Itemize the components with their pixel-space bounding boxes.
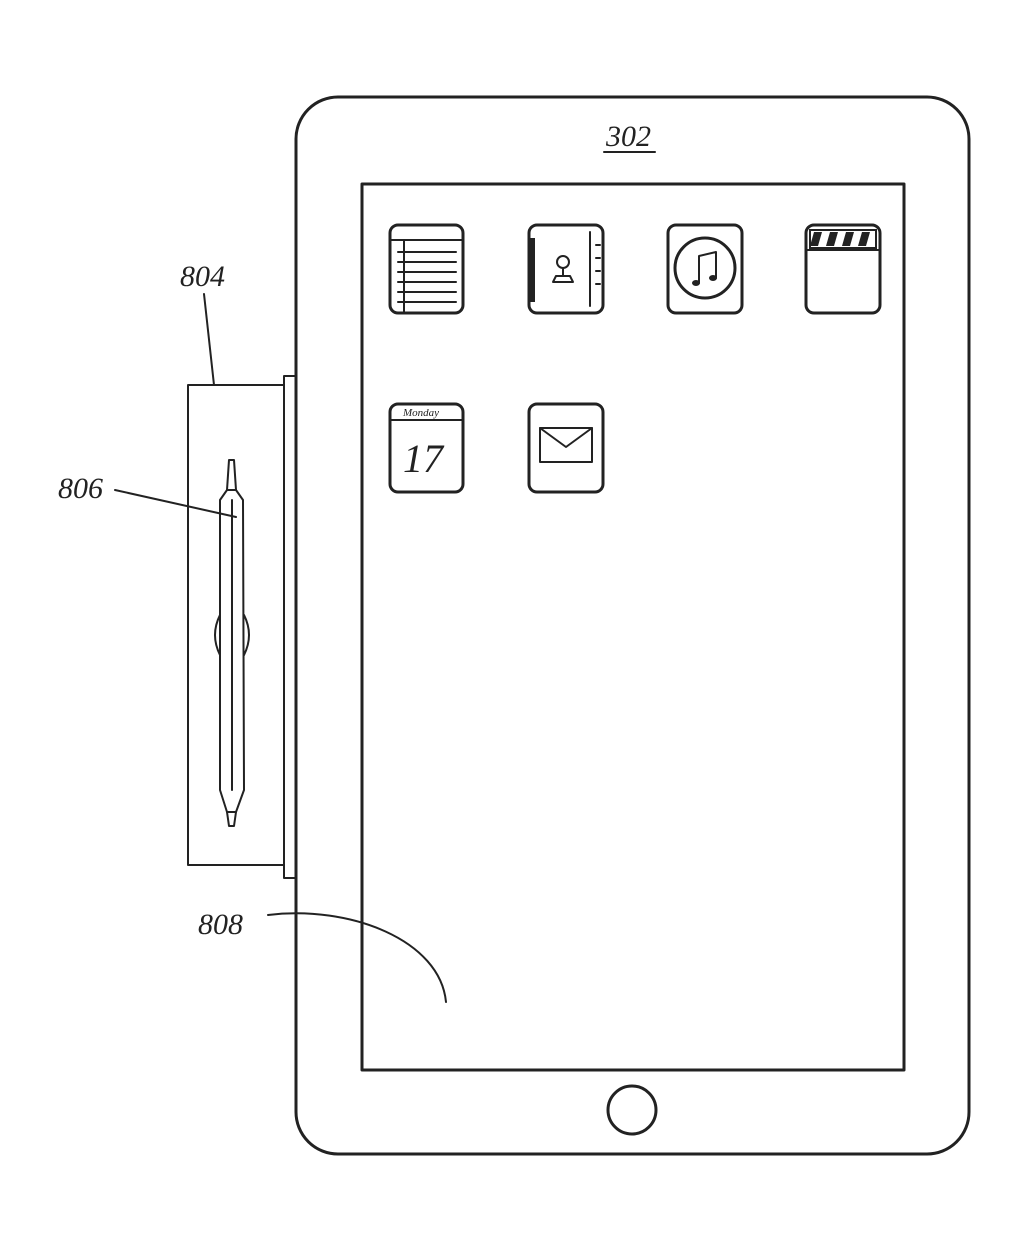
stylus <box>214 459 250 827</box>
mail-icon <box>527 402 605 494</box>
label-808: 808 <box>198 908 243 941</box>
label-808-leader <box>267 912 447 1003</box>
accessory-case <box>187 384 285 866</box>
case-body <box>187 384 285 866</box>
calendar-weekday: Monday <box>402 407 439 419</box>
label-302: 302 <box>605 120 651 153</box>
home-button <box>606 1084 658 1136</box>
contacts-icon <box>527 223 605 315</box>
label-804-leader <box>203 293 215 386</box>
calendar-day: 17 <box>403 436 445 481</box>
notes-icon <box>388 223 465 315</box>
video-icon <box>804 223 882 315</box>
label-806: 806 <box>58 472 103 505</box>
calendar-icon: Monday 17 <box>388 402 465 494</box>
tablet-screen <box>360 182 906 1072</box>
stylus-grip-left <box>214 614 221 656</box>
connector-strip <box>283 375 297 879</box>
stylus-grip-right <box>243 614 250 656</box>
label-804: 804 <box>180 260 225 293</box>
label-806-leader <box>114 489 237 518</box>
music-icon <box>666 223 744 315</box>
